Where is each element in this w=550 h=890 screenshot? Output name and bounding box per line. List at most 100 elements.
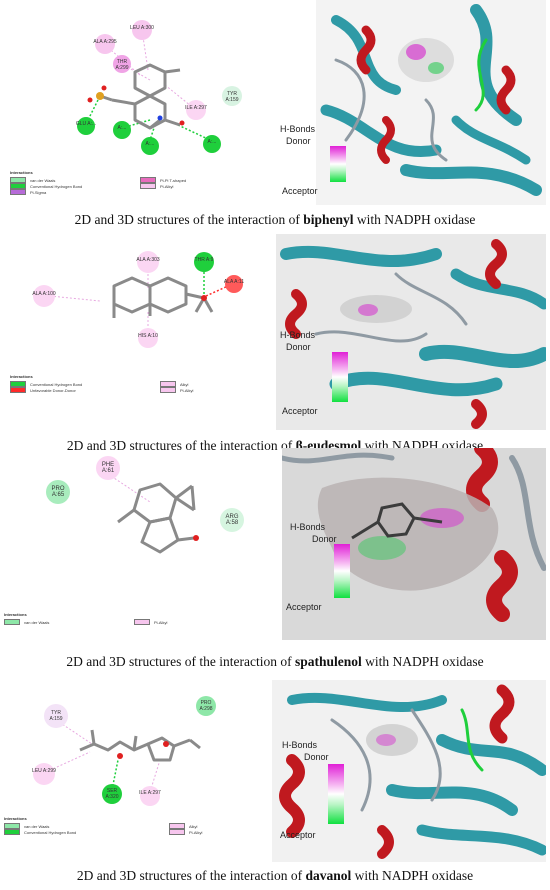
protein-3d-render: H-Bonds Donor Acceptor	[276, 0, 546, 205]
ligand-structure-diagram	[33, 696, 216, 806]
ligand-structure-diagram	[46, 456, 244, 554]
residue-label: PRO A:65	[51, 486, 65, 498]
legend-swatch	[134, 619, 150, 625]
sulfur-atom	[96, 92, 104, 100]
residue-label: GLU A:...	[75, 121, 97, 127]
legend-swatch	[140, 177, 156, 183]
hbonds-acceptor-label: Acceptor	[280, 830, 316, 840]
hbonds-color-scale	[334, 544, 350, 598]
legend-swatch	[140, 183, 156, 189]
residue-label: A:...	[145, 141, 155, 147]
residue-bubble	[220, 508, 244, 532]
residue-bubble	[140, 786, 160, 806]
residue-label: HIS A:10	[138, 333, 158, 339]
hbonds-title: H-Bonds	[282, 740, 318, 750]
hbonds-title: H-Bonds	[280, 330, 316, 340]
protein-3d-render: H-Bonds Donor Acceptor	[272, 680, 546, 862]
compound-name: spathulenol	[295, 654, 362, 669]
ligand-structure-diagram	[77, 20, 242, 155]
residue-bubble	[96, 456, 120, 480]
residue-label: ALA A:303	[136, 257, 160, 263]
residue-label: A:...	[207, 139, 217, 145]
interaction-line	[107, 473, 151, 503]
protein-ribbon-image	[272, 680, 546, 862]
legend-swatch	[10, 183, 26, 189]
residue-label: A:...	[117, 125, 127, 131]
residue-bubble	[113, 55, 131, 73]
residue-label: ALA A:100	[32, 291, 56, 297]
residue-bubble	[33, 763, 55, 785]
residue-label: TYR A:159	[225, 91, 239, 103]
hbonds-donor-label: Donor	[304, 752, 329, 762]
interaction-diagram-2d: ALA A:303 THR A:9 ALA A:100 ALA A:11 HIS…	[0, 236, 268, 426]
figure-caption: 2D and 3D structures of the interaction …	[66, 654, 484, 669]
legend-swatch	[4, 823, 20, 829]
legend-swatch	[4, 619, 20, 625]
residue-label: ARG A:58	[225, 514, 239, 526]
legend-swatch	[160, 381, 176, 387]
residue-bubble	[132, 20, 152, 40]
hbonds-acceptor-label: Acceptor	[286, 602, 322, 612]
hbonds-color-scale	[330, 146, 346, 182]
interaction-diagram-2d: LEU A:300 ALA A:295 THR A:299 ILE A:297 …	[0, 0, 268, 200]
legend-swatch	[160, 387, 176, 393]
residue-bubble	[44, 704, 68, 728]
residue-bubble	[222, 86, 242, 106]
residue-bubble	[77, 117, 95, 135]
interaction-legend: Interactions Conventional Hydrogen Bond …	[10, 374, 194, 393]
binding-pocket-surface	[317, 477, 499, 591]
residue-label: ALA A:295	[93, 39, 117, 45]
interaction-legend: Interactions van der Waals Conventional …	[4, 816, 203, 835]
residue-bubble	[186, 100, 206, 120]
residue-label: TYR A:159	[49, 710, 63, 722]
interaction-diagram-2d: PHE A:61 PRO A:65 ARG A:58 Interactions …	[0, 450, 268, 640]
hbonds-title: H-Bonds	[280, 124, 316, 134]
hbonds-color-scale	[332, 352, 348, 402]
residue-label: THR A:299	[115, 59, 129, 71]
hbonds-acceptor-label: Acceptor	[282, 406, 318, 416]
residue-bubble	[113, 121, 131, 139]
hbonds-color-scale	[328, 764, 344, 824]
legend-swatch	[169, 823, 185, 829]
residue-bubble	[102, 784, 122, 804]
residue-bubble	[194, 252, 214, 272]
hbonds-donor-label: Donor	[286, 342, 311, 352]
hbonds-title: H-Bonds	[290, 522, 326, 532]
legend-swatch	[169, 829, 185, 835]
protein-ribbon-image	[316, 0, 546, 205]
residue-label: ILE A:297	[185, 105, 207, 111]
compound-name: davanol	[305, 868, 352, 883]
legend-swatch	[10, 381, 26, 387]
protein-ribbon-image	[280, 239, 546, 429]
residue-bubble	[137, 251, 159, 273]
figure-caption: 2D and 3D structures of the interaction …	[74, 212, 476, 227]
residue-label: PRO A:298	[199, 700, 213, 712]
compound-name: biphenyl	[303, 212, 354, 227]
residue-label: ILE A:297	[139, 790, 161, 796]
legend-swatch	[10, 177, 26, 183]
interaction-legend: Interactions van der Waals Pi-Alkyl	[4, 612, 168, 625]
unfavorable-line	[205, 285, 229, 297]
figure-caption: 2D and 3D structures of the interaction …	[76, 868, 474, 883]
protein-ribbon-image	[282, 448, 546, 640]
residue-bubble	[46, 480, 70, 504]
legend-swatch	[10, 189, 26, 195]
residue-label: LEU A:299	[32, 768, 56, 774]
protein-3d-render: H-Bonds Donor Acceptor	[276, 234, 546, 430]
residue-label: ALA A:11	[223, 279, 245, 285]
residue-label: THR A:9	[194, 257, 214, 263]
residue-bubble	[95, 34, 115, 54]
legend-swatch	[10, 387, 26, 393]
residue-bubble	[225, 275, 243, 293]
residue-label: SER A:320	[105, 788, 119, 800]
legend-swatch	[4, 829, 20, 835]
binding-pocket-surface	[398, 38, 454, 82]
interaction-diagram-2d: TYR A:159 PRO A:298 LEU A:299 SER A:320 …	[0, 680, 268, 860]
residue-bubble	[203, 135, 221, 153]
residue-bubble	[33, 285, 55, 307]
residue-bubble	[138, 328, 158, 348]
hbonds-donor-label: Donor	[312, 534, 337, 544]
hbonds-acceptor-label: Acceptor	[282, 186, 318, 196]
residue-label: PHE A:61	[101, 462, 115, 474]
ligand-structure-diagram	[33, 251, 243, 348]
